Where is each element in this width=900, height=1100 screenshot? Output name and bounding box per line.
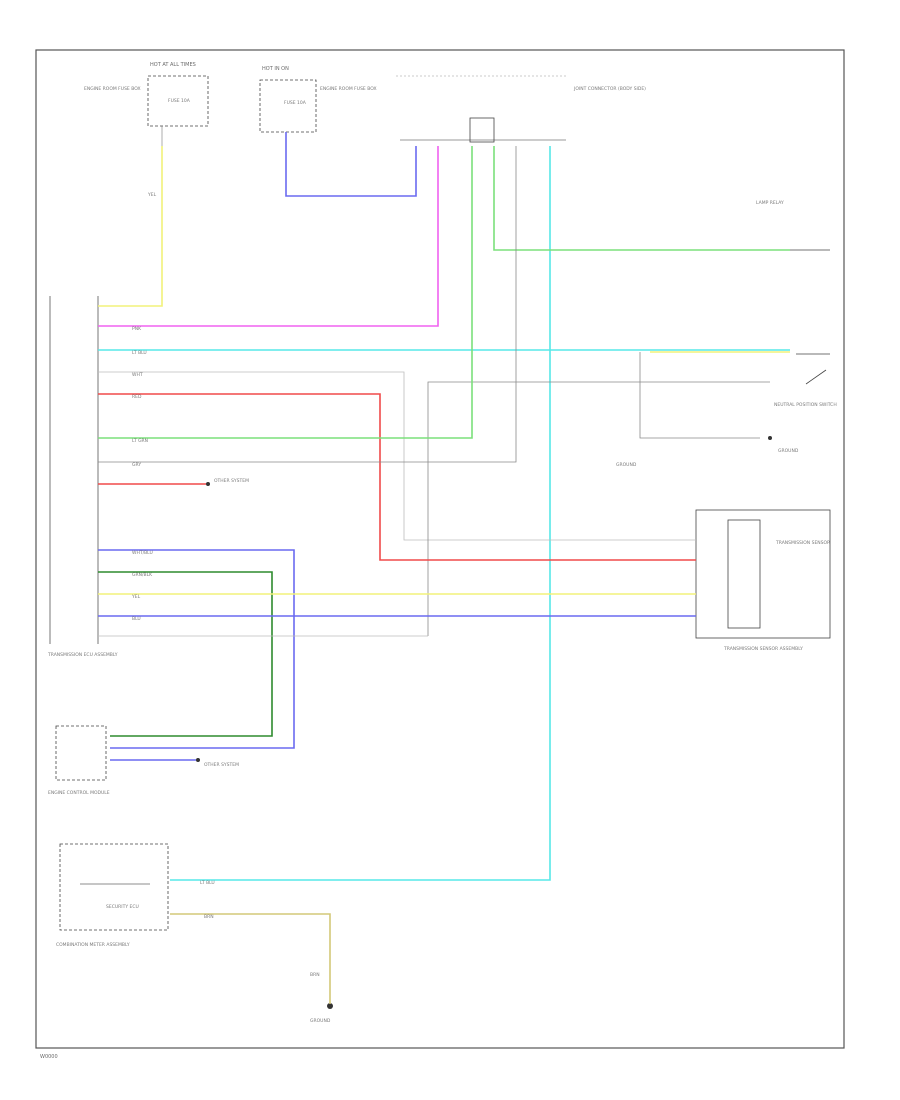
svg-text:LT BLU: LT BLU (200, 880, 215, 886)
svg-text:PNK: PNK (132, 326, 142, 332)
svg-text:YEL: YEL (131, 594, 141, 600)
diagram-frame (35, 49, 845, 1049)
svg-text:LT GRN: LT GRN (132, 438, 148, 444)
svg-text:ENGINE ROOM FUSE BOX: ENGINE ROOM FUSE BOX (84, 86, 141, 92)
svg-text:OTHER SYSTEM: OTHER SYSTEM (214, 478, 249, 484)
svg-text:GROUND: GROUND (616, 462, 637, 468)
wire-gray (98, 146, 517, 463)
wire-cyan-vertical (170, 146, 551, 881)
svg-text:LT BLU: LT BLU (132, 350, 147, 356)
combination-meter: SECURITY ECU COMBINATION METER ASSEMBLY (56, 843, 169, 948)
svg-text:ENGINE ROOM FUSE BOX: ENGINE ROOM FUSE BOX (320, 86, 377, 92)
wire-red (98, 393, 696, 561)
wire-gray-right (427, 381, 770, 636)
lamp-relay: LAMP RELAY (756, 200, 830, 251)
svg-text:GROUND: GROUND (310, 1018, 331, 1024)
svg-text:FUSE 10A: FUSE 10A (168, 98, 191, 104)
svg-text:GRN/BLK: GRN/BLK (132, 572, 153, 578)
footer-code: W0000 (40, 1054, 58, 1060)
svg-text:GRY: GRY (132, 462, 141, 468)
svg-text:ENGINE CONTROL MODULE: ENGINE CONTROL MODULE (48, 790, 110, 796)
wire-lt-green (98, 146, 473, 439)
svg-text:NEUTRAL POSITION SWITCH: NEUTRAL POSITION SWITCH (774, 402, 837, 408)
wire-ground-mid (639, 352, 760, 439)
wire-yellow-fuse (98, 146, 163, 307)
svg-text:FUSE 10A: FUSE 10A (284, 100, 307, 106)
svg-text:RED: RED (132, 394, 142, 400)
svg-text:HOT IN ON: HOT IN ON (262, 66, 289, 72)
transmission-sensor: TRANSMISSION SENSOR TRANSMISSION SENSOR … (695, 509, 831, 652)
svg-text:OTHER SYSTEM: OTHER SYSTEM (204, 762, 239, 768)
svg-text:BRN: BRN (204, 914, 214, 920)
wire-white (98, 371, 696, 541)
svg-text:LAMP RELAY: LAMP RELAY (756, 200, 784, 206)
ground-bottom: GROUND (310, 1003, 333, 1024)
svg-text:HOT AT ALL TIMES: HOT AT ALL TIMES (150, 62, 196, 68)
svg-text:TRANSMISSION SENSOR ASSEMBLY: TRANSMISSION SENSOR ASSEMBLY (723, 646, 803, 652)
transmission-ecu: TRANSMISSION ECU ASSEMBLY (47, 296, 118, 658)
wire-dark-green-ecm (98, 571, 273, 737)
wire-pink (98, 146, 439, 327)
svg-text:BRN: BRN (310, 972, 320, 978)
wire-blue-ecm (98, 549, 295, 749)
fuse-box-mid: HOT IN ON ENGINE ROOM FUSE BOX FUSE 10A (259, 66, 377, 133)
wire-green-relay (493, 146, 790, 251)
svg-text:GROUND: GROUND (778, 448, 799, 454)
svg-text:TRANSMISSION ECU ASSEMBLY: TRANSMISSION ECU ASSEMBLY (47, 652, 118, 658)
ground-mid: GROUND (616, 462, 637, 468)
wire-blue-fuse-mid (285, 132, 417, 197)
svg-text:WHT: WHT (132, 372, 143, 378)
svg-text:TRANSMISSION SENSOR: TRANSMISSION SENSOR (775, 540, 830, 546)
svg-text:COMBINATION METER ASSEMBLY: COMBINATION METER ASSEMBLY (56, 942, 130, 948)
svg-text:YEL: YEL (147, 192, 157, 198)
wire-tan-ground (170, 913, 331, 1004)
fuse-box-left: HOT AT ALL TIMES ENGINE ROOM FUSE BOX FU… (84, 62, 209, 146)
svg-text:BLU: BLU (132, 616, 141, 622)
neutral-switch: NEUTRAL POSITION SWITCH (774, 353, 837, 408)
svg-text:SECURITY ECU: SECURITY ECU (106, 904, 139, 910)
svg-text:WHT/BLU: WHT/BLU (132, 550, 153, 556)
ground-right: GROUND (768, 436, 799, 454)
engine-control-module: ENGINE CONTROL MODULE (48, 725, 110, 796)
joint-connector: JOINT CONNECTOR (BODY SIDE) (396, 75, 646, 143)
svg-text:JOINT CONNECTOR (BODY SIDE): JOINT CONNECTOR (BODY SIDE) (573, 86, 646, 92)
